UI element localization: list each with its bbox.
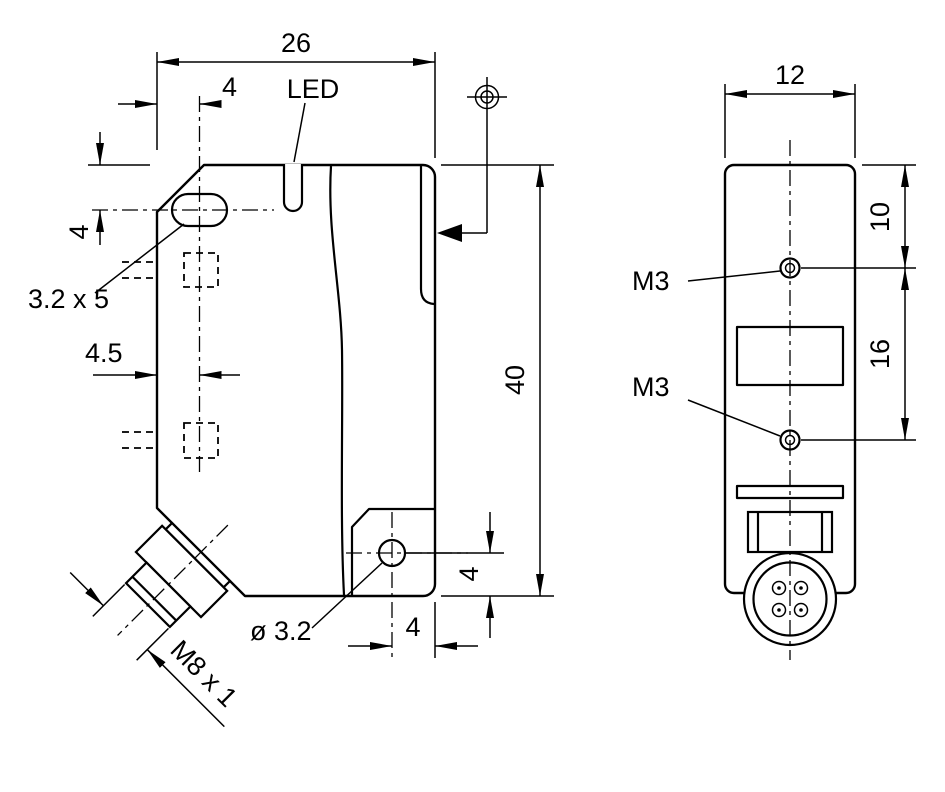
front-step-contour	[419, 166, 435, 306]
dim-line	[146, 649, 225, 728]
hidden-hole-upper	[183, 252, 219, 288]
connector-pin	[793, 580, 809, 596]
connector-pin-dot	[799, 608, 803, 612]
hole-dia-label: ø 3.2	[250, 616, 312, 646]
dim-text-10: 10	[865, 202, 895, 232]
front-view: 12 M3 M3 10 16	[632, 60, 916, 660]
dim-text-16: 16	[865, 339, 895, 369]
connector-pin-dot	[777, 608, 781, 612]
dim-slot-offset-top: 4	[64, 132, 150, 245]
leader-line	[94, 223, 185, 294]
dim-width-26: 26	[156, 28, 436, 158]
dim-slot-offset-left: 4	[118, 72, 237, 108]
dim-hole-offset-right: 4	[348, 602, 478, 658]
leader-line	[293, 102, 306, 163]
dim-text-front-width: 12	[775, 60, 805, 90]
mount-step-contour	[350, 507, 435, 596]
connector-pin	[771, 602, 787, 618]
m3-bottom-label: M3	[632, 372, 670, 402]
dim-width-12: 12	[724, 60, 856, 158]
led-window-notch	[282, 164, 304, 213]
leader-line	[311, 562, 383, 629]
m3-top-label: M3	[632, 266, 670, 296]
dim-hole-offset-bottom: 4	[404, 512, 504, 638]
leader-line	[687, 399, 781, 437]
slot-size-callout: 3.2 x 5	[28, 223, 185, 314]
sensor-body-outline	[155, 163, 437, 598]
m3-top-callout: M3	[632, 266, 781, 296]
dim-text-hidden-offset: 4.5	[85, 338, 123, 368]
dim-text-slot-left: 4	[222, 72, 237, 102]
connector-pin-dot	[777, 586, 781, 590]
connector-pin	[771, 580, 787, 596]
dim-hidden-hole-offset: 4.5	[85, 338, 240, 379]
connector-pin-dot	[799, 586, 803, 590]
side-view: M8 x 1 26 4 4	[28, 28, 554, 728]
hole-dia-callout: ø 3.2	[250, 562, 383, 646]
led-label: LED	[287, 74, 340, 104]
dim-hole-positions: 10 16	[801, 164, 916, 441]
leader-line	[687, 270, 781, 282]
dim-text-slot-top: 4	[64, 224, 94, 239]
sensing-face-arrow	[437, 224, 462, 242]
dim-text-height: 40	[500, 365, 530, 395]
dim-line	[69, 571, 104, 607]
connector-pin	[793, 602, 809, 618]
dim-text-hole-bottom: 4	[454, 566, 484, 581]
reference-point-symbol	[437, 77, 507, 242]
m3-bottom-callout: M3	[632, 372, 781, 437]
connector-thread-label: M8 x 1	[165, 634, 244, 713]
dim-text-width: 26	[281, 28, 311, 58]
connector-centerline	[117, 524, 229, 636]
led-callout: LED	[287, 74, 340, 163]
slot-size-label: 3.2 x 5	[28, 284, 109, 314]
dim-text-hole-right: 4	[405, 612, 420, 642]
hidden-hole-lower	[183, 422, 219, 459]
housing-contour-line	[329, 165, 346, 596]
ext-line	[136, 627, 170, 661]
dim-height-40: 40	[441, 164, 554, 597]
ext-line	[92, 583, 126, 617]
